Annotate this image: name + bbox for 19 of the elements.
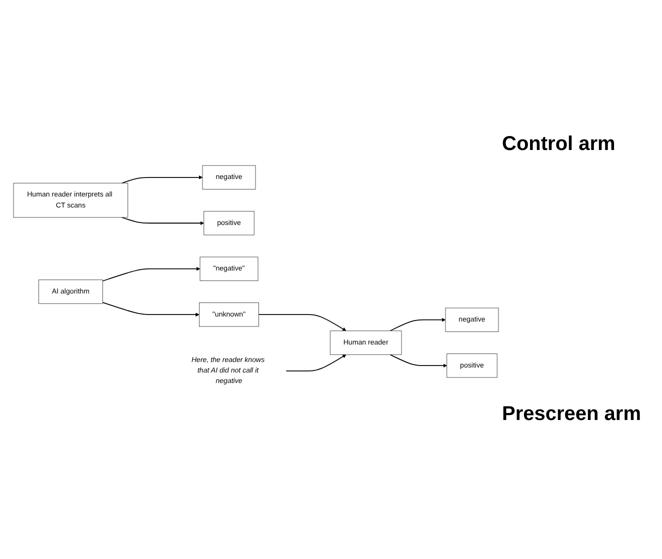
arrow [102,302,200,317]
arrow [390,354,448,368]
arrow [286,354,346,372]
node-box [445,308,499,332]
node-box [13,182,128,218]
node-box [446,354,498,378]
node-box [330,330,402,355]
section-heading: Prescreen arm [502,402,642,426]
node-box [202,165,256,190]
node-box [38,280,103,304]
node-box [199,302,259,327]
arrow [121,176,203,184]
section-heading: Control arm [502,133,616,156]
arrow [102,267,200,282]
arrow [121,217,204,226]
node-box [200,256,258,282]
arrow [390,318,446,332]
arrow [258,314,346,332]
node-box [204,211,254,236]
